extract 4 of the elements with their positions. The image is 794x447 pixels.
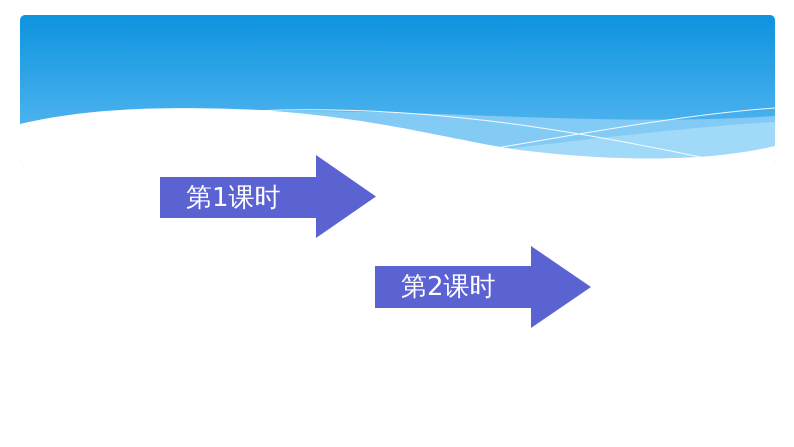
arrow-shape (375, 246, 591, 328)
lesson-label: 第2课时 (401, 272, 496, 302)
lesson-label: 第1课时 (186, 182, 281, 212)
arrow-shape (160, 155, 376, 238)
